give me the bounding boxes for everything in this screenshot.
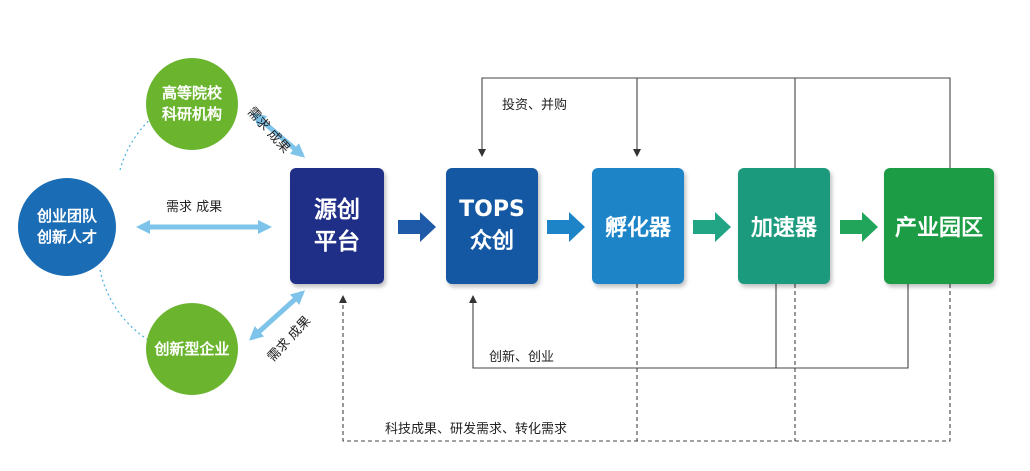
- node-enterprises: 创新型企业: [146, 303, 238, 395]
- node-universities: 高等院校 科研机构: [146, 58, 238, 150]
- stage-park-label: 产业园区: [894, 216, 983, 241]
- label-innovate-startup: 创新、创业: [489, 350, 555, 365]
- flow-arrow-2: [547, 212, 585, 242]
- label-demand-result-mid: 需求 成果: [166, 200, 223, 215]
- invest-loop: [478, 77, 951, 168]
- tech-feedback-loop: [339, 284, 951, 442]
- stage-park: 产业园区: [884, 168, 994, 284]
- innovate-loop: [469, 284, 909, 369]
- stage-yuanchuang-line1: 源创: [314, 197, 360, 223]
- stage-tops-line1: TOPS: [459, 197, 525, 222]
- stage-tops-line2: 众创: [469, 229, 514, 254]
- node-team-line2: 创新人才: [36, 228, 97, 246]
- stage-yuanchuang-line2: 平台: [314, 229, 360, 255]
- stage-accelerator: 加速器: [738, 168, 830, 284]
- flow-arrow-4: [840, 212, 878, 242]
- stage-yuanchuang: 源创 平台: [290, 168, 384, 284]
- demand-arrow-top: [251, 112, 306, 158]
- node-universities-line2: 科研机构: [161, 105, 222, 123]
- flow-arrow-1: [398, 212, 436, 242]
- node-universities-line1: 高等院校: [161, 84, 222, 102]
- stage-incubator: 孵化器: [592, 168, 684, 284]
- node-enterprises-line1: 创新型企业: [154, 339, 230, 358]
- stage-accelerator-label: 加速器: [750, 216, 817, 241]
- flow-arrow-3: [693, 212, 731, 242]
- node-team-line1: 创业团队: [36, 207, 97, 225]
- stage-incubator-label: 孵化器: [604, 216, 671, 241]
- label-tech-feedback: 科技成果、研发需求、转化需求: [385, 422, 568, 437]
- node-team: 创业团队 创新人才: [18, 178, 116, 276]
- label-invest-merge: 投资、并购: [502, 98, 568, 113]
- demand-arrow-bottom: [249, 290, 305, 341]
- stage-tops: TOPS 众创: [446, 168, 538, 284]
